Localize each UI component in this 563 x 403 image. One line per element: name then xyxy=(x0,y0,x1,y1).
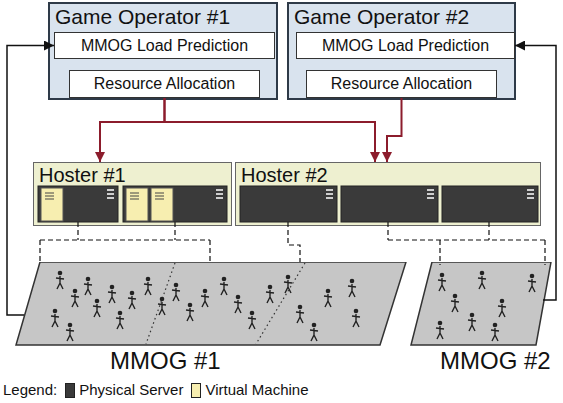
connector-arrow xyxy=(7,46,54,316)
module-box: Resource Allocation xyxy=(306,70,497,98)
player xyxy=(451,294,459,312)
player xyxy=(528,274,536,292)
player xyxy=(498,299,506,317)
player xyxy=(491,323,499,341)
box-title: Hoster #2 xyxy=(241,164,535,186)
player xyxy=(324,289,332,307)
player xyxy=(158,297,166,315)
player xyxy=(468,313,476,331)
world-label: MMOG #1 xyxy=(110,348,407,374)
player xyxy=(108,285,116,303)
connector-arrow xyxy=(100,98,165,162)
module-box: MMOG Load Prediction xyxy=(296,32,515,59)
hoster-box: Hoster #1 xyxy=(33,162,232,226)
box-title: Game Operator #1 xyxy=(55,5,271,28)
operator-box: Game Operator #1 MMOG Load PredictionReso… xyxy=(48,2,278,100)
player xyxy=(201,289,209,307)
player xyxy=(352,309,360,327)
player xyxy=(128,291,136,309)
ground xyxy=(16,262,406,345)
player xyxy=(310,323,318,341)
player xyxy=(93,299,101,317)
world-label: MMOG #2 xyxy=(440,348,552,374)
legend-item: Virtual Machine xyxy=(191,382,308,399)
player xyxy=(284,275,292,293)
game-world: MMOG #1 xyxy=(15,262,407,377)
player xyxy=(144,277,152,295)
player xyxy=(71,289,79,307)
player xyxy=(436,321,444,339)
players xyxy=(51,271,536,341)
ground xyxy=(411,262,551,345)
module-label: Resource Allocation xyxy=(94,75,235,93)
module-box: MMOG Load Prediction xyxy=(54,32,275,59)
player xyxy=(348,279,356,297)
connector-arrow xyxy=(165,98,376,162)
server-marks xyxy=(107,190,534,198)
box-title: Game Operator #2 xyxy=(294,5,509,28)
hoster-box: Hoster #2 xyxy=(235,162,541,226)
player xyxy=(248,311,256,329)
physical-servers xyxy=(38,186,538,222)
legend-text: Virtual Machine xyxy=(205,382,308,399)
game-world: MMOG #2 xyxy=(410,262,552,377)
connector-arrow xyxy=(515,46,556,301)
operator-box: Game Operator #2 MMOG Load PredictionReso… xyxy=(287,2,516,100)
player xyxy=(51,309,59,327)
player xyxy=(438,273,446,291)
player xyxy=(234,295,242,313)
server-dashes xyxy=(40,222,545,265)
player xyxy=(172,283,180,301)
vm-marks xyxy=(45,193,164,199)
ground-outline xyxy=(410,262,552,346)
legend-swatch xyxy=(65,383,75,398)
legend-swatch xyxy=(191,383,201,398)
player xyxy=(296,305,304,323)
player xyxy=(66,323,74,341)
player xyxy=(116,311,124,329)
region-dividers xyxy=(146,263,305,344)
ground-outline xyxy=(15,262,407,346)
player xyxy=(84,277,92,295)
connector-arrow xyxy=(387,98,402,162)
module-box: Resource Allocation xyxy=(69,70,260,98)
module-label: Resource Allocation xyxy=(331,75,472,93)
legend-item: Physical Server xyxy=(65,382,183,399)
virtual-machines xyxy=(41,188,173,221)
player xyxy=(478,271,486,289)
player xyxy=(56,271,64,289)
player xyxy=(186,303,194,321)
module-label: MMOG Load Prediction xyxy=(322,37,489,55)
player xyxy=(220,277,228,295)
legend-heading: Legend: xyxy=(3,382,57,399)
legend-text: Physical Server xyxy=(79,382,183,399)
player xyxy=(266,285,274,303)
module-label: MMOG Load Prediction xyxy=(81,37,248,55)
box-title: Hoster #1 xyxy=(39,164,226,186)
legend: Legend: Physical Server Virtual Machine xyxy=(3,382,309,399)
